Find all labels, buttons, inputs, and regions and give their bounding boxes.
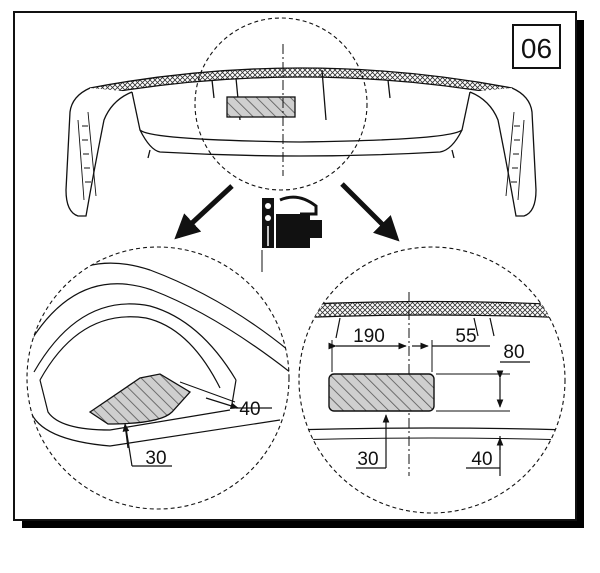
right-dim-80: 80 <box>503 342 524 363</box>
left-dim-30: 30 <box>145 448 166 469</box>
right-dim-30: 30 <box>357 449 378 470</box>
right-dim-40: 40 <box>471 449 492 470</box>
step-number-box: 06 <box>512 24 561 69</box>
right-dim-190: 190 <box>353 326 385 347</box>
arrow-to-left-detail <box>174 184 234 240</box>
focus-circle <box>194 17 368 191</box>
mounting-tool-icon <box>261 195 322 272</box>
left-dim-40: 40 <box>239 399 260 420</box>
step-number: 06 <box>521 33 552 64</box>
bumper-overview <box>65 67 537 217</box>
arrow-to-right-detail <box>340 182 400 242</box>
right-detail: 190 55 80 30 40 <box>298 246 566 514</box>
left-detail: 40 30 <box>26 246 290 510</box>
right-dim-55: 55 <box>455 326 476 347</box>
